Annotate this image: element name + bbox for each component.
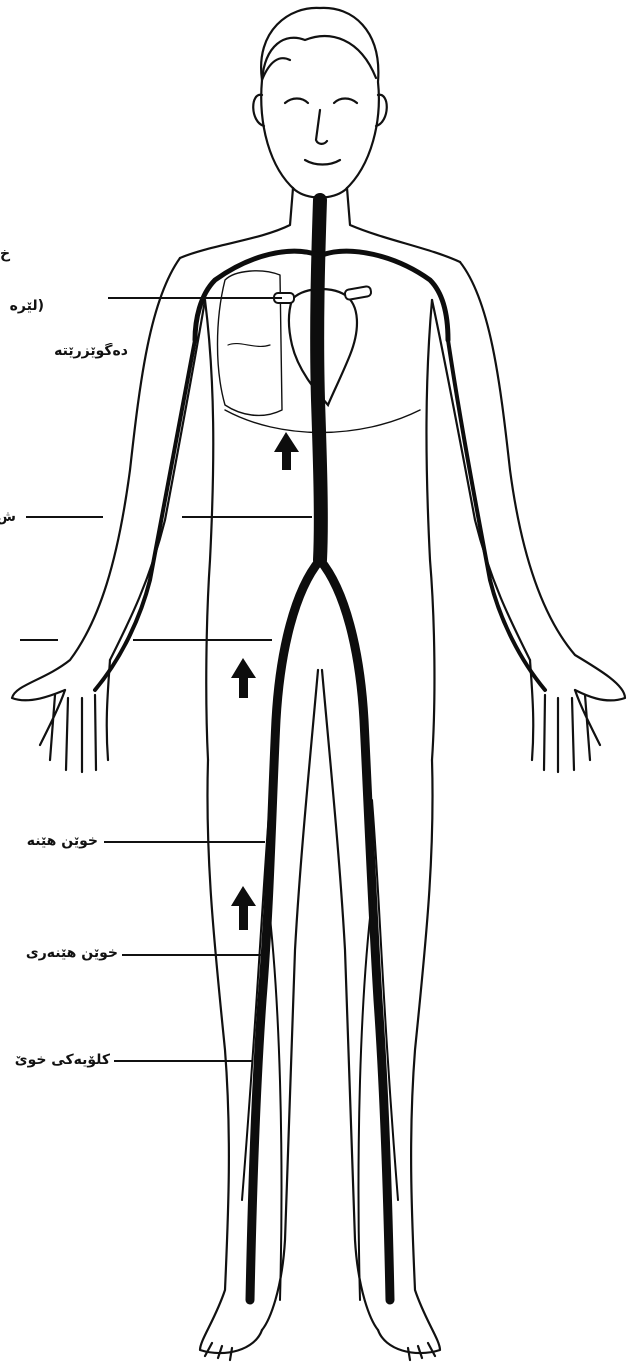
arm-vessel-left [95,340,195,690]
torso-left [205,300,213,760]
eye-left [285,99,308,104]
label-vein-c: کلۆیەکی خوێ [0,1052,110,1068]
up-arrow-icon [231,658,256,698]
hair [262,36,376,80]
feet-toes [205,1343,435,1360]
left-arm-outer [12,258,180,700]
nose [316,110,327,144]
lung-outline [218,271,283,416]
torso-right [426,300,434,760]
label-heart-note: (لێرە [0,298,44,314]
right-hand [530,660,600,772]
left-hand [40,660,110,772]
label-aorta: ش [0,509,16,525]
label-heart-title: خ [0,246,14,262]
vessel-stub-right [344,286,371,300]
up-arrow-icon [231,886,256,930]
mouth [305,160,340,165]
neck-left [180,188,293,258]
right-arm-inner [432,300,530,660]
eye-right [334,99,357,104]
label-vein-b: خوێن هێنەری [0,945,118,961]
label-heart-transfer: دەگوێزرێتە [0,343,128,359]
right-arm-outer [460,262,625,700]
label-vein-a: خوێن هێنە [0,833,98,849]
lung-detail [228,344,270,347]
up-arrow-icon [274,432,299,470]
arm-vessel-right [448,340,545,690]
